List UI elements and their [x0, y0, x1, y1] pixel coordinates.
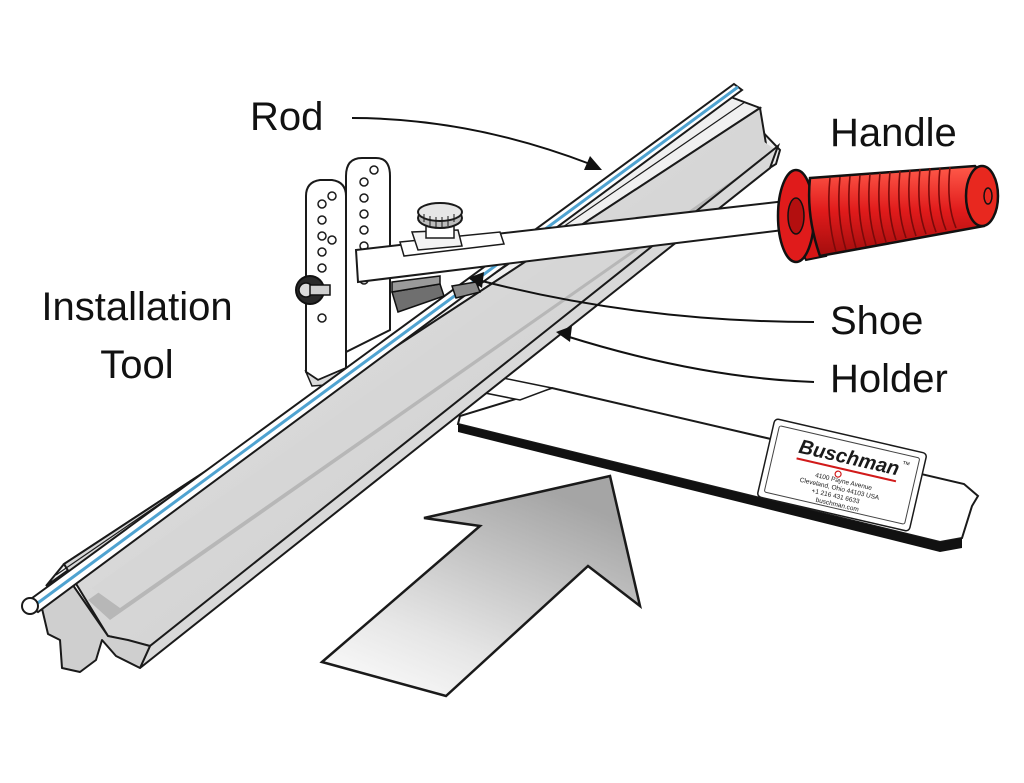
- thumb-screw: [417, 202, 463, 239]
- rod-label: Rod: [250, 95, 324, 139]
- installation-tool-label-line2: Tool: [100, 343, 174, 387]
- rod-leader: [351, 117, 591, 165]
- shoe-label: Shoe: [830, 299, 924, 343]
- side-knob: [295, 275, 331, 305]
- shoe: [391, 275, 482, 313]
- rod: [21, 82, 744, 615]
- rod-arrowhead: [584, 156, 602, 170]
- installation-tool-label: Installation Tool: [18, 278, 256, 394]
- leader-lines: [351, 117, 815, 383]
- holder-leader: [565, 335, 815, 383]
- shoe-leader: [477, 279, 815, 323]
- holder-arrowhead: [556, 326, 572, 342]
- buschman-badge: Buschman ™ 4100 Payne Avenue Cleveland, …: [757, 418, 927, 532]
- holder-label: Holder: [830, 357, 948, 401]
- shoe-arrowhead: [468, 272, 484, 288]
- direction-arrow: [319, 474, 643, 698]
- leader-arrowheads: [468, 156, 602, 342]
- handle-label: Handle: [830, 111, 957, 155]
- badge-trademark: ™: [901, 459, 911, 470]
- handle: [776, 164, 1000, 264]
- installation-tool-label-line1: Installation: [41, 285, 233, 329]
- tool-arm: [354, 196, 818, 284]
